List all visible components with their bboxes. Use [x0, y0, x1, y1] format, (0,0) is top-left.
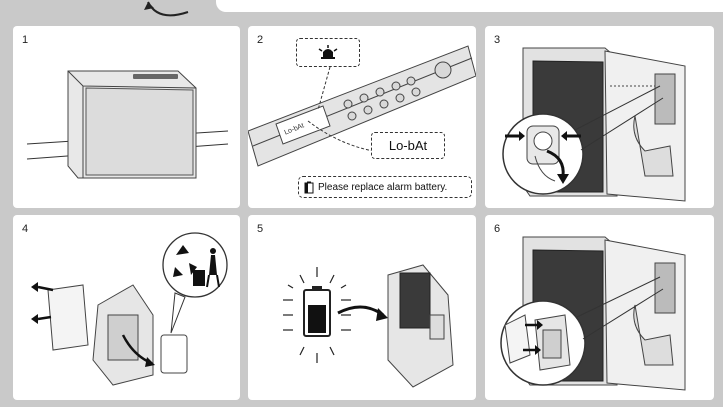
display-reading-callout: Lo-bAt [371, 132, 445, 159]
battery-icon [304, 181, 314, 194]
safe-closed-illustration [13, 26, 240, 208]
battery-notice: Please replace alarm battery. [298, 176, 472, 198]
remove-battery-illustration [13, 215, 240, 400]
step-6-panel: 6 [485, 215, 714, 400]
battery-notice-text: Please replace alarm battery. [318, 182, 447, 193]
battery-icon [304, 286, 330, 336]
step-1-panel: 1 [13, 26, 240, 208]
curved-arrow-icon [138, 0, 198, 22]
header-bar [216, 0, 723, 12]
step-4-panel: 4 [13, 215, 240, 400]
step-2-panel: 2 Lo-bAt Lo-bAt Please replace alarm bat… [248, 26, 476, 208]
alarm-bell-callout [296, 38, 360, 67]
safe-open-remove-cover-illustration [485, 26, 714, 208]
insert-new-battery-illustration [248, 215, 476, 400]
step-5-panel: 5 [248, 215, 476, 400]
safe-open-replace-cover-illustration [485, 215, 714, 400]
alarm-bell-icon [318, 45, 338, 61]
step-3-panel: 3 [485, 26, 714, 208]
